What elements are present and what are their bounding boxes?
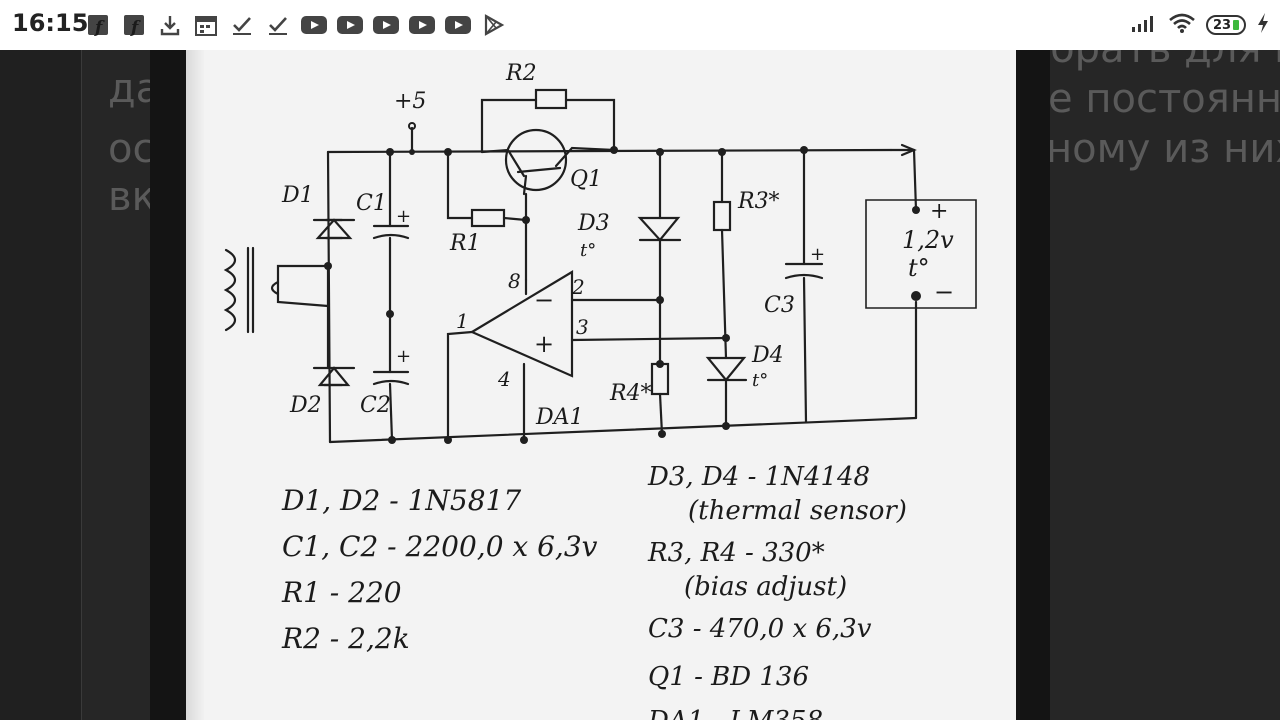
parts-c1-c2: C1, C2 - 2200,0 x 6,3v	[282, 530, 598, 563]
youtube-icon	[372, 12, 400, 38]
parts-list-right: D3, D4 - 1N4148 (thermal sensor) R3, R4 …	[648, 460, 907, 720]
parts-c3: C3 - 470,0 x 6,3v	[648, 614, 872, 644]
parts-r3-r4: R3, R4 - 330*	[648, 538, 825, 568]
label-d2: D2	[289, 393, 322, 418]
label-c3: C3	[764, 293, 795, 318]
label-r4: R4*	[609, 381, 652, 406]
parts-da1: DA1 - LM358	[648, 704, 907, 720]
label-d1: D1	[281, 183, 314, 208]
label-r1: R1	[449, 231, 481, 256]
label-q1: Q1	[570, 167, 602, 192]
background-text-right-2: е постоянны	[1048, 76, 1280, 122]
label-da1: DA1	[535, 405, 584, 430]
label-c3-plus: +	[810, 244, 825, 265]
download-icon	[156, 12, 184, 38]
background-text-line-3: ос	[108, 126, 155, 172]
parts-r2: R2 - 2,2k	[282, 622, 410, 655]
svg-text:f: f	[94, 18, 105, 36]
label-c1-plus: +	[396, 206, 411, 227]
charging-icon	[1256, 12, 1270, 38]
label-battery-minus: −	[934, 278, 954, 306]
notification-icons: f f	[84, 12, 508, 38]
schematic-photo: R2 +5 Q1 D1 C1 + R1 D3 t° R3* C3 + + 1,2…	[186, 50, 1016, 720]
background-text-right-3: ному из них	[1046, 126, 1280, 172]
parts-r3-r4-note: (bias adjust)	[684, 572, 848, 602]
wifi-icon	[1168, 12, 1196, 38]
parts-d3-d4-note: (thermal sensor)	[688, 496, 907, 526]
label-pin8: 8	[508, 269, 521, 293]
label-pin2: 2	[571, 275, 585, 299]
signal-icon	[1130, 13, 1158, 37]
label-opamp-minus: −	[534, 286, 554, 314]
label-pin4: 4	[497, 367, 511, 391]
label-battery-plus: +	[930, 199, 948, 224]
calendar-icon	[192, 12, 220, 38]
youtube-icon	[408, 12, 436, 38]
left-sidebar	[0, 50, 82, 720]
youtube-icon	[300, 12, 328, 38]
parts-r1: R1 - 220	[282, 576, 402, 609]
label-pin3: 3	[576, 315, 589, 339]
label-pin1: 1	[456, 309, 469, 333]
play-store-icon	[480, 12, 508, 38]
battery-level: 23	[1212, 17, 1232, 33]
background-text-line-4: вк	[108, 174, 156, 220]
youtube-icon	[444, 12, 472, 38]
clock: 16:15	[12, 9, 89, 37]
label-opamp-plus: +	[534, 330, 554, 358]
label-plus5: +5	[394, 89, 426, 114]
parts-q1: Q1 - BD 136	[648, 662, 810, 692]
parts-d1-d2: D1, D2 - 1N5817	[282, 484, 522, 517]
label-battery-voltage: 1,2v	[902, 226, 954, 254]
label-r3: R3*	[737, 189, 780, 214]
facebook-icon: f	[84, 12, 112, 38]
facebook-icon: f	[120, 12, 148, 38]
label-r2: R2	[505, 61, 537, 86]
label-c2-plus: +	[396, 346, 411, 367]
parts-d3-d4: D3, D4 - 1N4148	[648, 462, 871, 492]
youtube-icon	[336, 12, 364, 38]
label-battery-temp: t°	[908, 254, 930, 282]
battery-indicator: 23	[1206, 15, 1246, 35]
label-d4: D4	[751, 343, 784, 368]
label-d4-temp: t°	[752, 370, 768, 391]
label-c1: C1	[356, 191, 387, 216]
circuit-schematic: R2 +5 Q1 D1 C1 + R1 D3 t° R3* C3 + + 1,2…	[223, 61, 977, 444]
svg-text:f: f	[130, 18, 141, 36]
check-icon	[264, 12, 292, 38]
status-bar: 16:15 f f 23	[0, 0, 1280, 50]
check-icon	[228, 12, 256, 38]
parts-list-left: D1, D2 - 1N5817 C1, C2 - 2200,0 x 6,3v R…	[282, 478, 597, 662]
label-d3-temp: t°	[580, 240, 596, 261]
label-c2: C2	[360, 393, 391, 418]
system-icons: 23	[1130, 12, 1270, 38]
label-d3: D3	[577, 211, 610, 236]
